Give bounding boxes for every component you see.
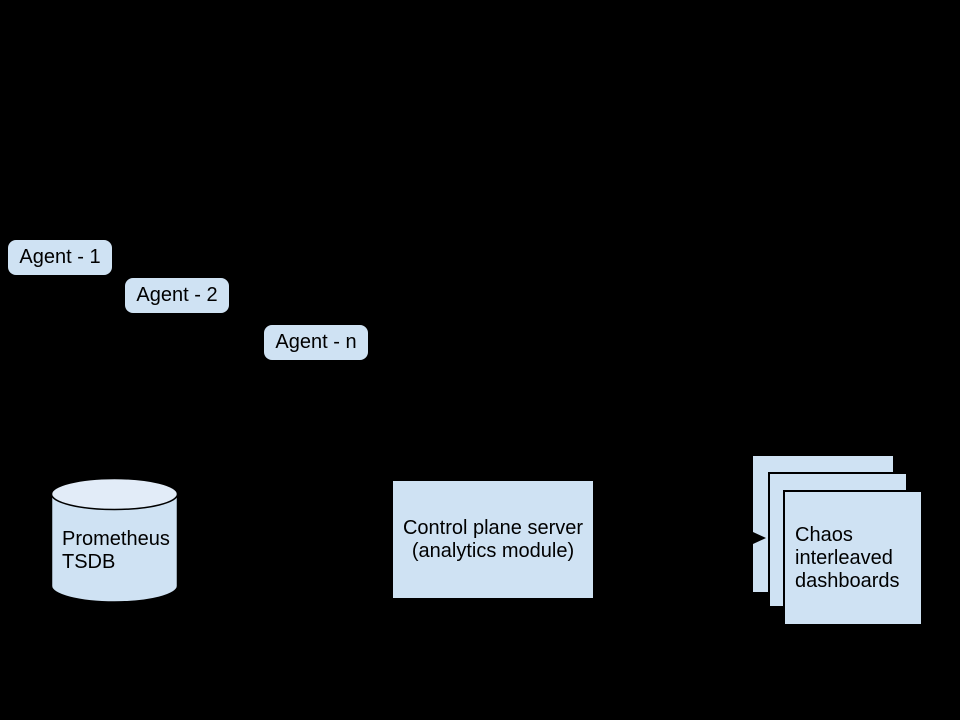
- control-plane-server-label: Control plane server (analytics module): [402, 516, 584, 562]
- database-cylinder-icon: [50, 477, 179, 603]
- dashboard-card-front: Chaos interleaved dashboards: [783, 490, 923, 626]
- agent-1-label: Agent - 1: [19, 246, 101, 268]
- dashboards-label: Chaos interleaved dashboards: [795, 523, 900, 592]
- agent-1-node: Agent - 1: [8, 240, 112, 275]
- agent-n-label: Agent - n: [275, 331, 357, 353]
- cylinder-top: [50, 477, 179, 511]
- agent-2-label: Agent - 2: [136, 284, 218, 306]
- agent-n-node: Agent - n: [264, 325, 368, 360]
- agent-2-node: Agent - 2: [125, 278, 229, 313]
- cylinder-body: [50, 493, 179, 603]
- control-plane-server-node: Control plane server (analytics module): [393, 481, 593, 598]
- prometheus-tsdb-label: Prometheus TSDB: [62, 528, 170, 573]
- arrowhead-right-icon: [753, 532, 766, 544]
